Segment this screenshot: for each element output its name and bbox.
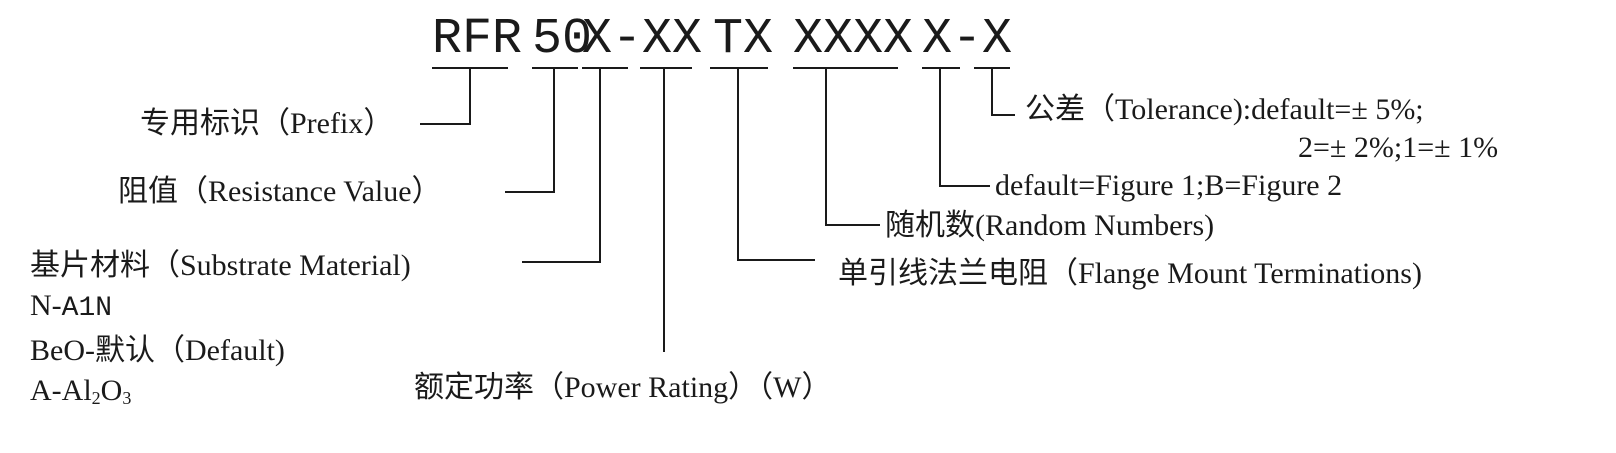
label-power: 额定功率（Power Rating）（W） [414,371,832,404]
substrate-option-n-prefix: N- [30,289,62,322]
leader-random [825,68,880,226]
leader-tolerance [991,68,1015,116]
label-tolerance-line1: 公差（Tolerance):default=± 5%; [1025,93,1424,126]
code-random: XXXX [793,11,914,68]
label-prefix: 专用标识（Prefix） [140,107,394,140]
substrate-option-a-mid: O [100,374,123,407]
substrate-option-a-sub1: 2 [91,388,101,408]
substrate-option-a-prefix: A-Al [30,374,92,407]
code-substrate-power: X-XX [582,11,703,68]
label-random: 随机数(Random Numbers) [885,209,1215,242]
leader-resistance [505,68,555,193]
label-substrate: 基片材料（Substrate Material) [30,249,411,282]
substrate-option-a: A-Al2O3 [30,373,131,416]
label-tolerance-line2: 2=± 2%;1=± 1% [1298,131,1499,164]
leader-prefix [420,68,471,125]
leader-flange [737,68,815,261]
label-figure: default=Figure 1;B=Figure 2 [995,169,1343,202]
substrate-option-n-value: A1N [61,293,113,324]
substrate-option-n: N-A1N [30,288,112,327]
code-prefix: RFR [432,11,523,68]
code-figure-tolerance: X-X [922,11,1013,68]
label-resistance: 阻值（Resistance Value） [118,175,442,208]
code-termination: TX [713,11,774,68]
substrate-option-a-sub2: 3 [122,388,132,408]
label-flange: 单引线法兰电阻（Flange Mount Terminations) [838,257,1422,290]
substrate-option-beo: BeO-默认（Default) [30,334,285,367]
code-resistance: 50 [532,11,593,68]
leader-figure [939,68,990,187]
leader-substrate [522,68,601,263]
